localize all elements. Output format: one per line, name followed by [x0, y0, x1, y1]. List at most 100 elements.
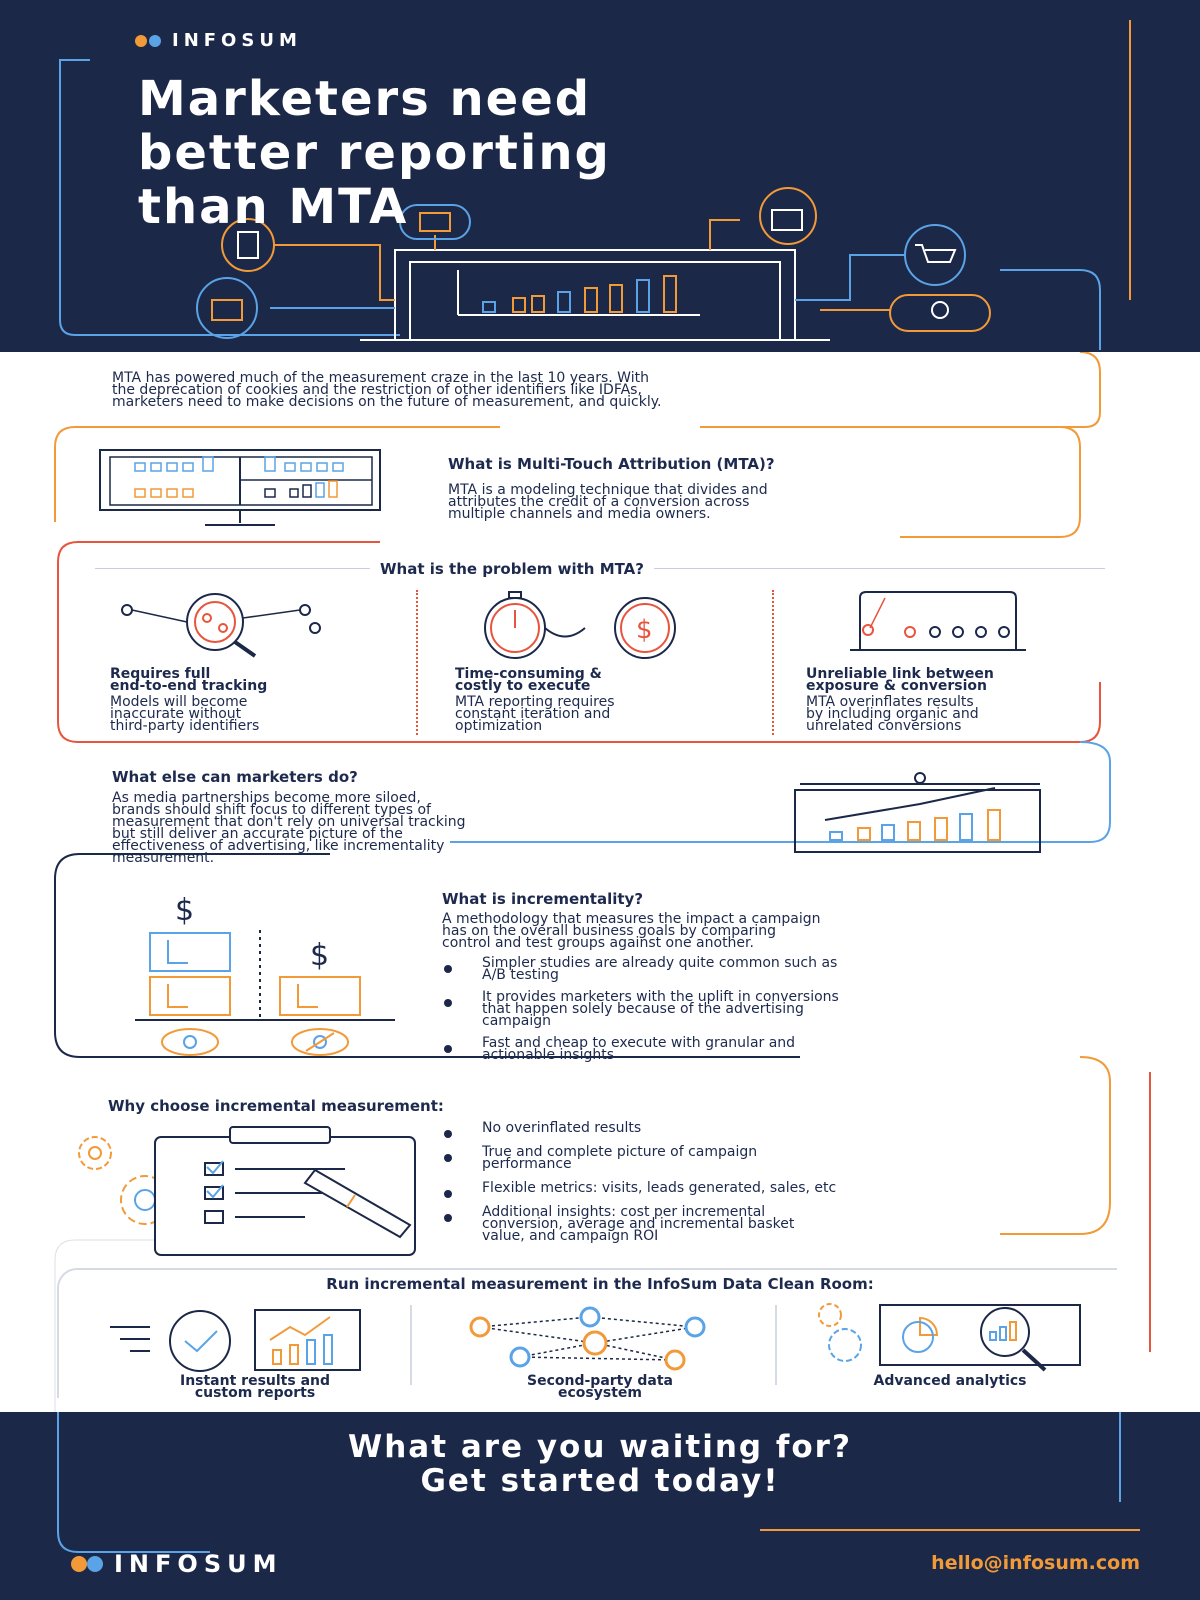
hero-title: Marketers need better reporting than MTA — [138, 72, 1038, 234]
problem-title: Requires full — [110, 666, 211, 682]
brand-name: INFOSUM — [114, 1550, 283, 1578]
bullet-line: Additional insights: cost per incrementa… — [482, 1204, 766, 1220]
problem-title: exposure & conversion — [806, 678, 987, 694]
column-divider — [410, 1305, 412, 1385]
run-label-line: Advanced analytics — [873, 1373, 1027, 1389]
footer-banner — [0, 1412, 1200, 1600]
hero-illustration — [59, 20, 1131, 350]
bullet-line: It provides marketers with the uplift in… — [482, 989, 839, 1005]
newtons-cradle-icon — [850, 591, 1026, 651]
bullet-line: performance — [482, 1156, 572, 1172]
stopwatch-dollar-icon: $ — [484, 591, 676, 659]
problem-desc: MTA reporting requires — [455, 694, 615, 710]
hero-title-line: better reporting — [138, 125, 611, 181]
footer-lines — [57, 1412, 1140, 1553]
incrementality-heading: What is incrementality? — [442, 890, 644, 908]
magnifier-network-icon — [121, 593, 321, 658]
else-line: effectiveness of advertising, like incre… — [112, 838, 445, 854]
mta-line: multiple channels and media owners. — [448, 506, 711, 522]
contact-email-link[interactable]: hello@infosum.com — [931, 1552, 1140, 1574]
location-icon — [889, 294, 991, 332]
problem-item-link: Unreliable link between exposure & conve… — [806, 666, 1136, 733]
column-divider — [775, 1305, 777, 1385]
run-item-instant-results: Instant results and custom reports — [105, 1373, 405, 1401]
incrementality-bullets: Simpler studies are already quite common… — [442, 956, 1122, 1062]
incrementality-description: A methodology that measures the impact a… — [442, 911, 1102, 951]
intro-paragraph: MTA has powered much of the measurement … — [112, 370, 1092, 410]
bullet-line: campaign — [482, 1013, 552, 1029]
list-item: True and complete picture of campaign pe… — [442, 1145, 1122, 1172]
problem-heading: What is the problem with MTA? — [370, 560, 654, 578]
run-heading: Run incremental measurement in the InfoS… — [326, 1275, 874, 1293]
run-label-line: Instant results and — [179, 1373, 330, 1389]
stopwatch-report-icon — [110, 1309, 361, 1372]
bullet-line: A/B testing — [482, 967, 559, 983]
list-item: Additional insights: cost per incrementa… — [442, 1204, 1122, 1244]
bullet-line: value, and campaign ROI — [482, 1228, 659, 1244]
problem-item-tracking: Requires full end-to-end tracking Models… — [110, 666, 410, 733]
dashboard-monitor-icon — [99, 449, 381, 526]
cta-line: What are you waiting for? — [348, 1429, 852, 1465]
header-logo: INFOSUM — [134, 30, 302, 51]
mta-line: MTA is a modeling technique that divides… — [448, 482, 768, 498]
list-item: Simpler studies are already quite common… — [442, 956, 1122, 983]
list-item: No overinflated results — [442, 1120, 1122, 1138]
tablet-icon — [221, 218, 275, 272]
network-ecosystem-icon — [469, 1306, 706, 1371]
run-label-line: ecosystem — [558, 1385, 642, 1401]
list-item: Flexible metrics: visits, leads generate… — [442, 1180, 1122, 1198]
list-item: Fast and cheap to execute with granular … — [442, 1035, 1122, 1062]
problem-desc: MTA overinflates results — [806, 694, 974, 710]
bullet-line: No overinflated results — [482, 1120, 642, 1136]
cta-text: What are you waiting for? Get started to… — [0, 1430, 1200, 1498]
incrementality-line: A methodology that measures the impact a… — [442, 911, 821, 927]
section-borders — [54, 352, 1151, 1412]
mail-icon — [399, 204, 471, 240]
problem-title: costly to execute — [455, 678, 591, 694]
mta-line: attributes the credit of a conversion ac… — [448, 494, 750, 510]
incrementality-line: has on the overall business goals by com… — [442, 923, 777, 939]
else-line: but still deliver an accurate picture of… — [112, 826, 403, 842]
dollar-icon: $ — [310, 938, 330, 973]
problem-item-cost: Time-consuming & costly to execute MTA r… — [455, 666, 765, 734]
hero-title-line: Marketers need — [138, 71, 592, 127]
problem-title: Time-consuming & — [455, 666, 602, 682]
cta-line: Get started today! — [420, 1463, 780, 1499]
bullet-line: Fast and cheap to execute with granular … — [482, 1035, 796, 1051]
run-label-line: custom reports — [194, 1385, 316, 1401]
bullet-line: Flexible metrics: visits, leads generate… — [482, 1180, 837, 1196]
else-line: brands should shift focus to different t… — [112, 802, 431, 818]
else-heading: What else can marketers do? — [112, 768, 358, 786]
hero-banner: INFOSUM Marketers need better reporting … — [0, 0, 1200, 352]
run-item-analytics: Advanced analytics — [800, 1373, 1100, 1389]
why-heading: Why choose incremental measurement: — [108, 1097, 444, 1115]
run-frame — [57, 1268, 1117, 1398]
shopping-bag-icon — [759, 187, 817, 245]
else-description: As media partnerships become more siloed… — [112, 791, 712, 866]
bullet-line: that happen solely because of the advert… — [482, 1001, 804, 1017]
mta-heading: What is Multi-Touch Attribution (MTA)? — [448, 455, 775, 473]
problem-desc: Models will become — [110, 694, 248, 710]
presentation-board-icon — [794, 772, 1041, 853]
dollar-icon: $ — [175, 893, 195, 928]
infosum-logo-icon — [71, 1556, 103, 1572]
column-divider — [772, 590, 774, 735]
problem-title: Unreliable link between — [806, 666, 994, 682]
hero-title-line: than MTA — [138, 179, 409, 235]
problem-title: end-to-end tracking — [110, 678, 268, 694]
cart-icon — [904, 224, 966, 286]
run-label-line: Second-party data — [527, 1373, 673, 1389]
control-test-icon — [135, 930, 395, 1056]
column-divider — [416, 590, 418, 735]
intro-line: marketers need to make decisions on the … — [112, 394, 662, 410]
footer-logo: INFOSUM — [70, 1550, 282, 1578]
svg-text:$: $ — [636, 615, 653, 645]
intro-line: MTA has powered much of the measurement … — [112, 370, 649, 386]
problem-desc: by including organic and — [806, 706, 979, 722]
else-line: measurement that don't rely on universal… — [112, 814, 466, 830]
else-line: measurement. — [112, 850, 215, 866]
incrementality-line: control and test groups against one anot… — [442, 935, 754, 951]
problem-desc: optimization — [455, 718, 543, 734]
intro-line: the deprecation of cookies and the restr… — [112, 382, 642, 398]
problem-desc: constant iteration and — [455, 706, 611, 722]
